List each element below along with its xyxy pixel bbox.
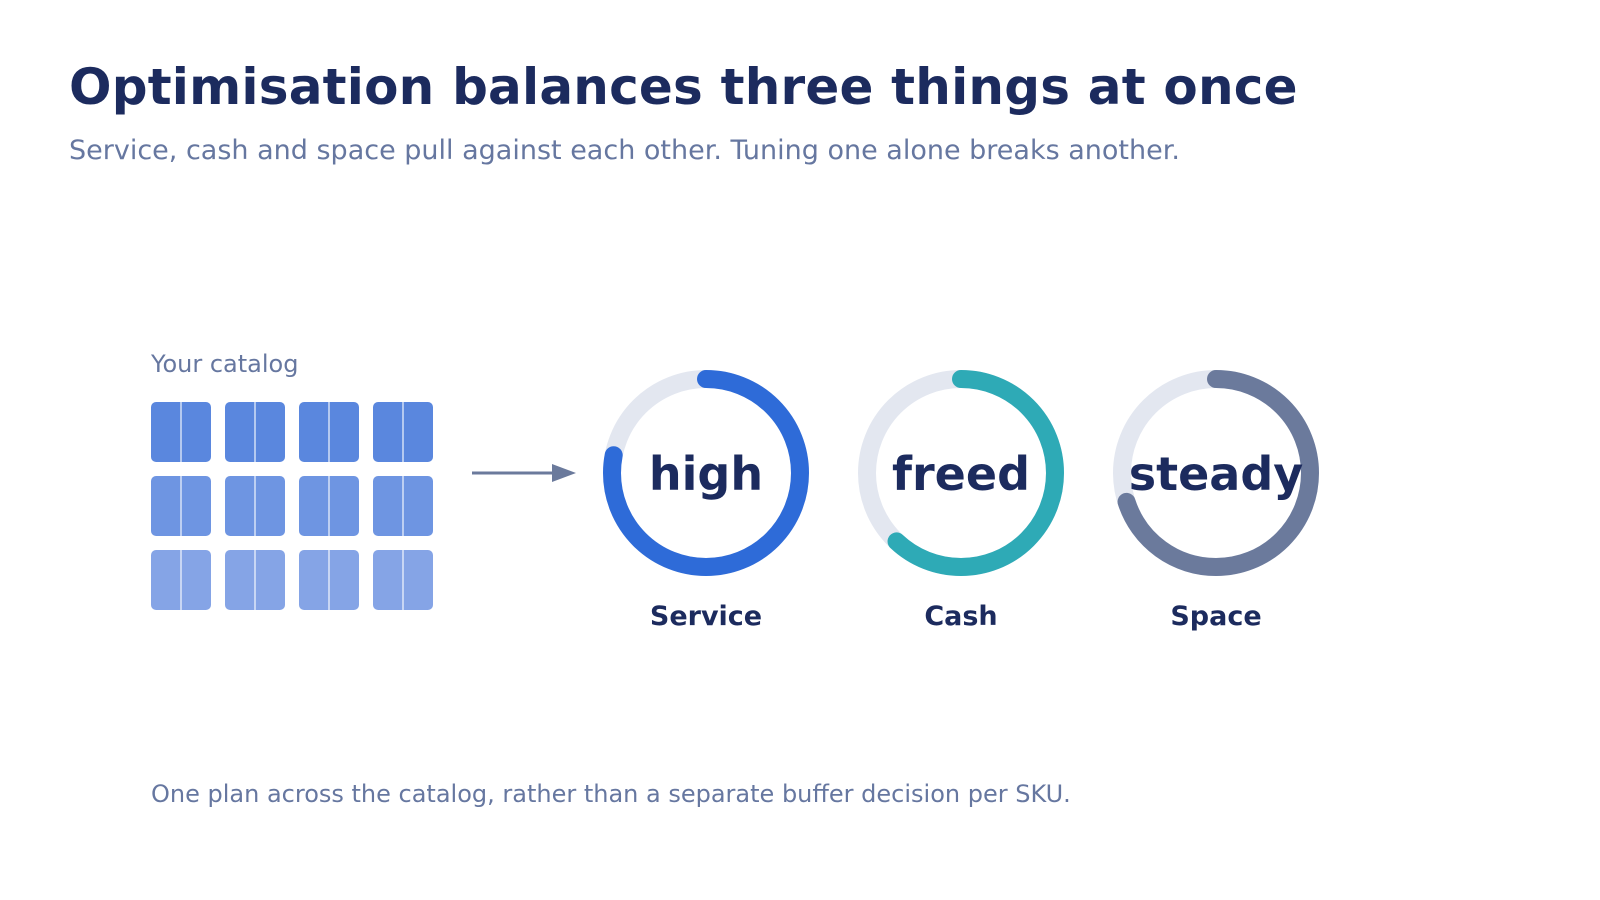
page-subtitle: Service, cash and space pull against eac…: [69, 135, 1180, 166]
catalog-sku-tile: [373, 550, 433, 610]
catalog-sku-tile: [299, 402, 359, 462]
service-value: high: [648, 447, 764, 501]
right-arrow-icon: [472, 464, 576, 482]
catalog-label: Your catalog: [151, 350, 299, 378]
catalog-sku-tile: [225, 476, 285, 536]
catalog-sku-tile: [299, 550, 359, 610]
cash-value: freed: [891, 447, 1031, 501]
footnote: One plan across the catalog, rather than…: [151, 780, 1071, 808]
catalog-sku-tile: [299, 476, 359, 536]
service-ring: [603, 370, 809, 576]
cash-ring-fill: [858, 370, 1064, 576]
service-ring-fill: [603, 370, 809, 576]
catalog-sku-tile: [151, 550, 211, 610]
cash-ring: [858, 370, 1064, 576]
catalog-sku-tile: [373, 402, 433, 462]
catalog-sku-tile: [373, 476, 433, 536]
catalog-sku-tile: [151, 476, 211, 536]
page-title: Optimisation balances three things at on…: [69, 58, 1298, 116]
catalog-sku-tile: [225, 550, 285, 610]
space-ring: [1113, 370, 1319, 576]
cash-label: Cash: [924, 601, 998, 632]
catalog-sku-tile: [225, 402, 285, 462]
space-label: Space: [1170, 601, 1262, 632]
space-value: steady: [1128, 447, 1304, 501]
catalog-grid: [151, 402, 437, 610]
gauge-cash: freed Cash: [851, 363, 1071, 653]
catalog-sku-tile: [151, 402, 211, 462]
service-label: Service: [649, 601, 763, 632]
space-ring-fill: [1113, 370, 1319, 576]
gauge-space: steady Space: [1106, 363, 1326, 653]
gauge-service: high Service: [596, 363, 816, 653]
